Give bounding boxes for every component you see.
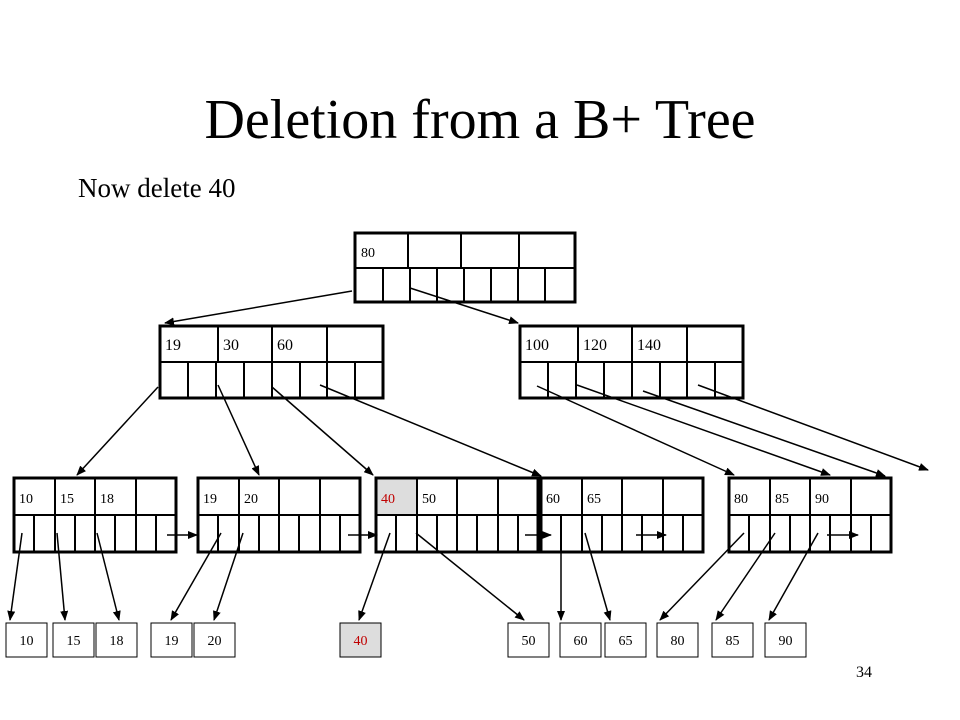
internal-left-node: 19 30 60	[158, 324, 385, 400]
key-label: 20	[244, 492, 258, 507]
leaf-1-node: 10 15 18	[12, 476, 178, 554]
key-label: 10	[19, 492, 33, 507]
key-label: 80	[734, 492, 748, 507]
record-box: 40	[339, 622, 382, 658]
record-border	[604, 622, 647, 658]
record-box: 85	[711, 622, 754, 658]
internal-right-node: 100 120 140	[518, 324, 745, 400]
key-label: 15	[60, 492, 74, 507]
pointer-arrow	[536, 385, 735, 476]
pointer-arrow	[76, 386, 159, 476]
key-label: 80	[361, 246, 375, 261]
record-box: 10	[5, 622, 48, 658]
record-box: 15	[52, 622, 95, 658]
pointer-arrow	[409, 287, 519, 325]
pointer-arrow	[164, 290, 353, 326]
record-border	[5, 622, 48, 658]
slide-title: Deletion from a B+ Tree	[204, 89, 756, 151]
record-label: 80	[671, 634, 685, 649]
key-label: 60	[277, 337, 293, 354]
pointer-arrow	[768, 532, 819, 621]
key-label: 120	[583, 337, 607, 354]
pointer-arrow	[271, 386, 374, 476]
key-label: 60	[546, 492, 560, 507]
pointer-arrow	[415, 532, 525, 621]
key-label: 140	[637, 337, 661, 354]
record-box: 20	[193, 622, 236, 658]
record-border	[193, 622, 236, 658]
pointer-arrows	[7, 287, 929, 621]
record-border	[711, 622, 754, 658]
pointer-arrow	[319, 384, 542, 477]
record-box: 18	[95, 622, 138, 658]
slide-subtitle: Now delete 40	[78, 173, 236, 203]
record-border	[150, 622, 193, 658]
key-label: 40	[381, 492, 395, 507]
page-number: 34	[856, 664, 872, 681]
record-label: 18	[110, 634, 124, 649]
key-label: 85	[775, 492, 789, 507]
pointer-arrow	[217, 384, 260, 476]
key-label: 50	[422, 492, 436, 507]
root-node: 80	[353, 231, 577, 304]
record-boxes: 10 15 18 19 20 40 50 60 65 80 85 90	[5, 622, 807, 658]
record-label: 60	[574, 634, 588, 649]
record-border	[339, 622, 382, 658]
pointer-arrow	[7, 532, 23, 621]
key-label: 19	[203, 492, 217, 507]
record-label: 20	[208, 634, 222, 649]
pointer-arrow	[697, 384, 929, 471]
pointer-arrow	[96, 532, 121, 621]
record-box: 90	[764, 622, 807, 658]
key-label: 30	[223, 337, 239, 354]
pointer-arrow	[213, 532, 244, 621]
record-border	[559, 622, 602, 658]
record-label: 90	[779, 634, 793, 649]
key-label: 100	[525, 337, 549, 354]
pointer-arrow	[576, 384, 831, 476]
pointer-arrow	[659, 532, 745, 621]
record-border	[656, 622, 699, 658]
leaf-4-node: 60 65	[539, 476, 705, 554]
record-box: 80	[656, 622, 699, 658]
record-border	[764, 622, 807, 658]
record-label: 19	[165, 634, 179, 649]
pointer-arrow	[358, 532, 391, 621]
record-box: 65	[604, 622, 647, 658]
record-border	[95, 622, 138, 658]
highlight-cell	[376, 478, 417, 515]
leaf-3-node: 40 50	[374, 476, 540, 554]
record-box: 19	[150, 622, 193, 658]
key-label: 90	[815, 492, 829, 507]
pointer-arrow	[56, 532, 69, 621]
record-label: 65	[619, 634, 633, 649]
key-label: 19	[165, 337, 181, 354]
pointer-arrow	[642, 390, 886, 477]
record-label: 40	[354, 634, 368, 649]
record-label: 15	[67, 634, 81, 649]
record-border	[52, 622, 95, 658]
record-label: 50	[522, 634, 536, 649]
pointer-arrow	[715, 532, 776, 621]
record-border	[507, 622, 550, 658]
pointer-arrow	[170, 532, 222, 621]
pointer-arrow	[584, 532, 612, 621]
record-label: 85	[726, 634, 740, 649]
record-label: 10	[20, 634, 34, 649]
leaf-5-node: 80 85 90	[727, 476, 893, 554]
key-label: 18	[100, 492, 114, 507]
key-label: 65	[587, 492, 601, 507]
record-box: 60	[559, 622, 602, 658]
record-box: 50	[507, 622, 550, 658]
